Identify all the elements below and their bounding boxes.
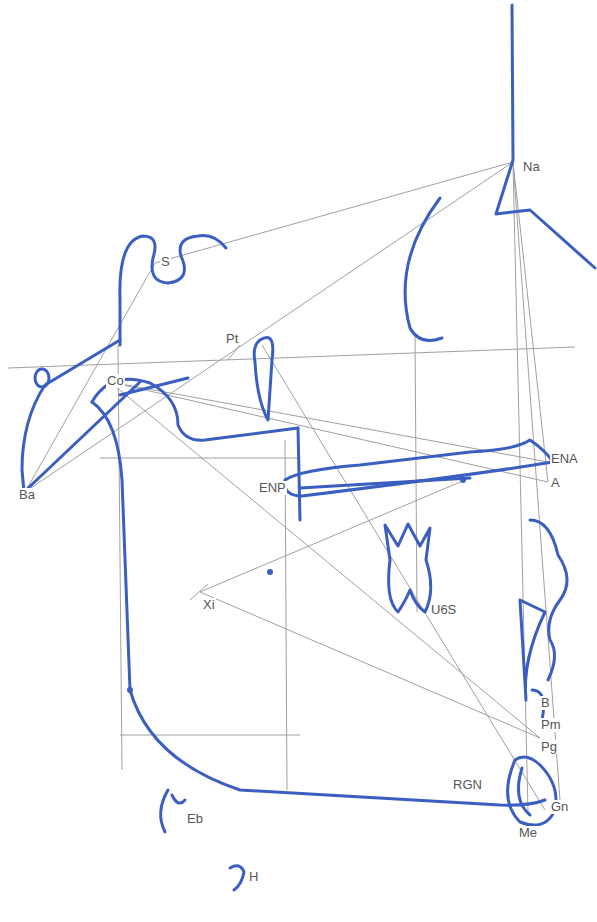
landmark-label: Xi (202, 598, 216, 612)
landmark-label: Na (522, 160, 541, 174)
landmark-label: Gn (550, 800, 569, 814)
landmark-label: Ba (18, 488, 36, 502)
landmark-label: A (550, 476, 561, 490)
landmark-label: Me (518, 826, 538, 840)
landmark-label: Pg (540, 740, 558, 754)
landmark-label: Pt (225, 332, 239, 346)
landmark-label: RGN (452, 778, 483, 792)
landmark-label: U6S (430, 603, 457, 617)
anatomical-outlines (22, 5, 595, 890)
landmark-label: Pm (540, 718, 562, 732)
pencil-construction-lines (8, 162, 575, 812)
landmark-label: Eb (186, 812, 204, 826)
landmark-label: H (248, 870, 259, 884)
landmark-label: Co (106, 374, 125, 388)
landmark-label: S (160, 255, 171, 269)
landmark-label: B (540, 696, 551, 710)
landmark-label: ENA (550, 452, 579, 466)
landmark-label: ENP (258, 481, 287, 495)
